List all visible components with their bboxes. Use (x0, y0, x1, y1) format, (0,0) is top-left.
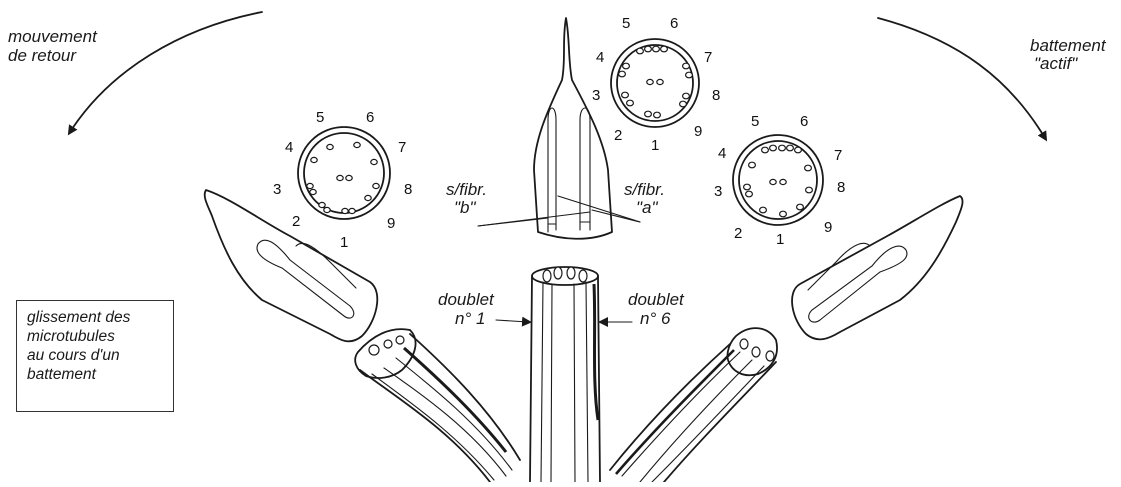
right-doublet-number-8: 8 (837, 179, 846, 196)
sfibr-a-pointer-2 (591, 209, 641, 223)
right-doublet-number-9: 9 (824, 219, 833, 236)
doublet-6-label-line1: doublet (628, 290, 684, 309)
doublet-6-label-line2: n° 6 (640, 309, 671, 328)
return-stroke-label-line1: mouvement (8, 27, 97, 46)
return-stroke-arrow (67, 11, 263, 136)
sfibr-b-pointer-2 (477, 211, 591, 227)
center-doublet-number-9: 9 (694, 123, 703, 140)
center-doublet-number-2: 2 (614, 127, 623, 144)
sfibr-b-label-line2: "b" (454, 198, 476, 217)
doublet-1-label-line2: n° 1 (455, 309, 486, 328)
right-doublet-number-5: 5 (751, 113, 760, 130)
legend-line-2: microtubules (27, 328, 115, 345)
active-beat-label-line1: battement (1030, 36, 1106, 55)
left-doublet-number-7: 7 (398, 139, 407, 156)
right-doublet-number-3: 3 (714, 183, 723, 200)
right-doublet-number-4: 4 (718, 145, 727, 162)
left-cross-section (297, 126, 391, 220)
center-doublet-number-1: 1 (651, 137, 660, 154)
center-cross-section (610, 38, 700, 128)
sfibr-b-label-line1: s/fibr. (446, 180, 487, 199)
return-stroke-label-line2: de retour (8, 46, 77, 65)
center-doublet-number-3: 3 (592, 87, 601, 104)
active-beat-label-line2: "actif" (1034, 54, 1078, 73)
legend-line-4: battement (27, 366, 96, 383)
right-doublet-number-1: 1 (776, 231, 785, 248)
doublet-1-arrow (495, 316, 532, 327)
left-doublet-number-2: 2 (292, 213, 301, 230)
left-doublet-number-9: 9 (387, 215, 396, 232)
legend-line-3: au cours d'un (27, 347, 120, 364)
center-tip-flagellum (533, 17, 613, 240)
right-doublet-number-2: 2 (734, 225, 743, 242)
right-tip-flagellum (791, 195, 964, 341)
legend-line-1: glissement des (27, 309, 131, 326)
center-doublet-number-6: 6 (670, 15, 679, 32)
left-doublet-number-3: 3 (273, 181, 282, 198)
sfibr-a-pointer (557, 195, 641, 223)
legend-box: glissement des microtubules au cours d'u… (16, 300, 174, 412)
center-doublet-number-7: 7 (704, 49, 713, 66)
active-beat-arrow (877, 17, 1048, 142)
left-shaft-flagellum (354, 328, 521, 483)
left-doublet-number-4: 4 (285, 139, 294, 156)
center-doublet-number-4: 4 (596, 49, 605, 66)
left-doublet-number-6: 6 (366, 109, 375, 126)
center-shaft-flagellum (495, 266, 633, 483)
doublet-1-label-line1: doublet (438, 290, 494, 309)
center-doublet-number-5: 5 (622, 15, 631, 32)
left-doublet-number-5: 5 (316, 109, 325, 126)
right-cross-section (732, 134, 824, 226)
right-doublet-number-7: 7 (834, 147, 843, 164)
right-shaft-flagellum (609, 327, 778, 483)
left-doublet-number-8: 8 (404, 181, 413, 198)
sfibr-a-label-line1: s/fibr. (624, 180, 665, 199)
center-doublet-number-8: 8 (712, 87, 721, 104)
left-doublet-number-1: 1 (340, 234, 349, 251)
right-doublet-number-6: 6 (800, 113, 809, 130)
sfibr-a-label-line2: "a" (636, 198, 658, 217)
left-tip-flagellum (203, 189, 379, 343)
